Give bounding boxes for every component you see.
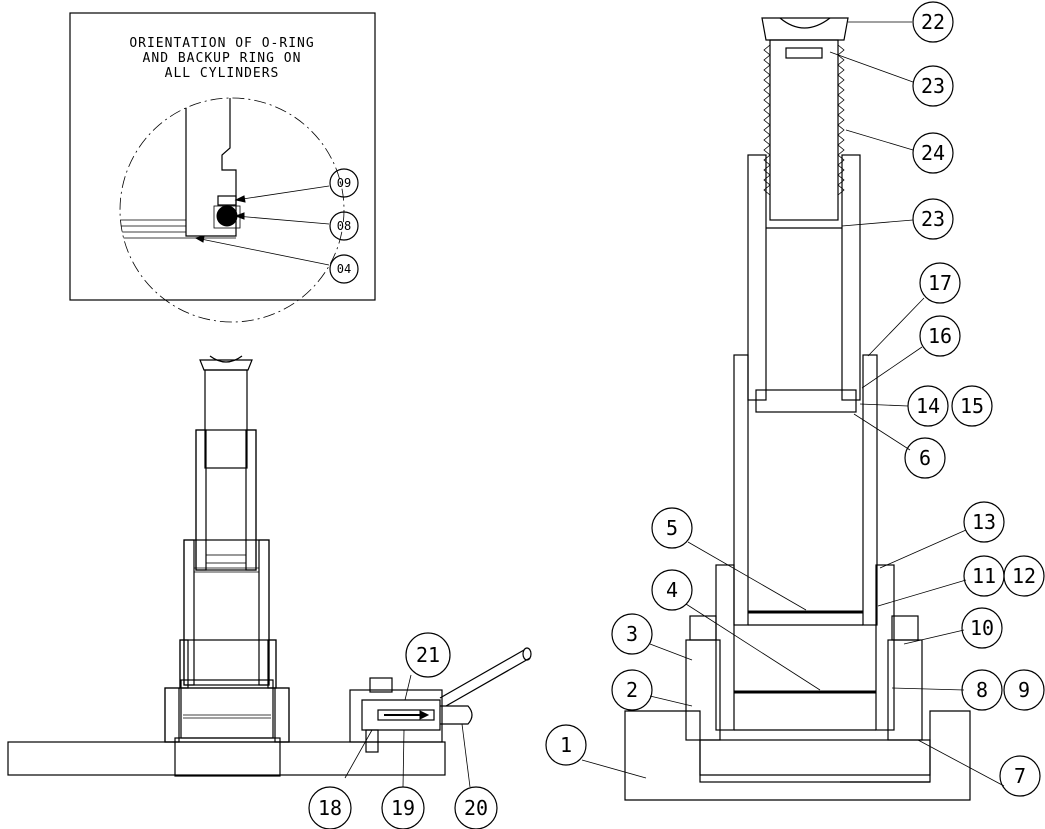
svg-text:16: 16: [928, 324, 952, 348]
inset-title-line-3: ALL CYLINDERS: [165, 66, 280, 81]
right-callout-7: 7: [999, 755, 1041, 797]
svg-text:22: 22: [921, 10, 945, 34]
svg-text:5: 5: [666, 516, 678, 540]
right-callout-24: 24: [912, 132, 954, 174]
svg-text:20: 20: [464, 796, 488, 820]
svg-text:1: 1: [560, 733, 572, 757]
right-callout-13: 13: [963, 501, 1005, 543]
right-callout-4: 4: [651, 569, 693, 611]
right-callout-15: 15: [951, 385, 993, 427]
right-base-plate: [624, 710, 971, 801]
svg-text:15: 15: [960, 394, 984, 418]
left-callout-21: 21: [405, 632, 451, 678]
right-callout-16: 16: [919, 315, 961, 357]
left-assembly-view: 21 18 19 20: [7, 355, 532, 829]
svg-text:8: 8: [976, 678, 988, 702]
svg-text:09: 09: [337, 176, 351, 190]
right-callout-6: 6: [904, 437, 946, 479]
svg-text:2: 2: [626, 678, 638, 702]
right-callout-23-top: 23: [912, 65, 954, 107]
svg-text:23: 23: [921, 74, 945, 98]
left-base-plate: [7, 741, 446, 776]
right-callout-11: 11: [963, 555, 1005, 597]
svg-text:19: 19: [391, 796, 415, 820]
right-callout-9: 9: [1003, 669, 1045, 711]
inset-callout-09: 09: [329, 168, 359, 198]
inset-title-line-2: AND BACKUP RING ON: [143, 51, 302, 66]
inset-frame: [69, 12, 376, 301]
svg-text:4: 4: [666, 578, 678, 602]
detail-circle: [119, 97, 345, 323]
svg-text:17: 17: [928, 271, 952, 295]
svg-text:9: 9: [1018, 678, 1030, 702]
o-ring-shape: [216, 205, 238, 227]
right-callout-22: 22: [912, 1, 954, 43]
svg-text:24: 24: [921, 141, 945, 165]
svg-text:23: 23: [921, 207, 945, 231]
svg-text:13: 13: [972, 510, 996, 534]
svg-text:21: 21: [416, 643, 440, 667]
right-callout-14: 14: [907, 385, 949, 427]
right-callout-5: 5: [651, 507, 693, 549]
left-callout-18: 18: [308, 786, 352, 829]
svg-text:08: 08: [337, 219, 351, 233]
svg-text:10: 10: [970, 616, 994, 640]
right-callout-2: 2: [611, 669, 653, 711]
svg-text:12: 12: [1012, 564, 1036, 588]
inset-callout-04: 04: [329, 254, 359, 284]
svg-text:6: 6: [919, 446, 931, 470]
inset-detail: ORIENTATION OF O-RING AND BACKUP RING ON…: [69, 12, 376, 323]
right-section-view: 22 23 24 23 17 16 14: [545, 1, 1045, 801]
right-callout-1: 1: [545, 724, 587, 766]
svg-text:7: 7: [1014, 764, 1026, 788]
svg-text:18: 18: [318, 796, 342, 820]
left-callout-19: 19: [381, 786, 425, 829]
svg-text:14: 14: [916, 394, 940, 418]
left-callout-20: 20: [454, 786, 498, 829]
right-callout-3: 3: [611, 613, 653, 655]
right-callout-8: 8: [961, 669, 1003, 711]
inset-title-line-1: ORIENTATION OF O-RING: [129, 36, 314, 51]
right-callout-12: 12: [1003, 555, 1045, 597]
svg-text:11: 11: [972, 564, 996, 588]
right-callout-23-lower: 23: [912, 198, 954, 240]
right-callout-10: 10: [961, 607, 1003, 649]
inset-callout-08: 08: [329, 211, 359, 241]
right-callout-17: 17: [919, 262, 961, 304]
svg-text:04: 04: [337, 262, 351, 276]
svg-text:3: 3: [626, 622, 638, 646]
